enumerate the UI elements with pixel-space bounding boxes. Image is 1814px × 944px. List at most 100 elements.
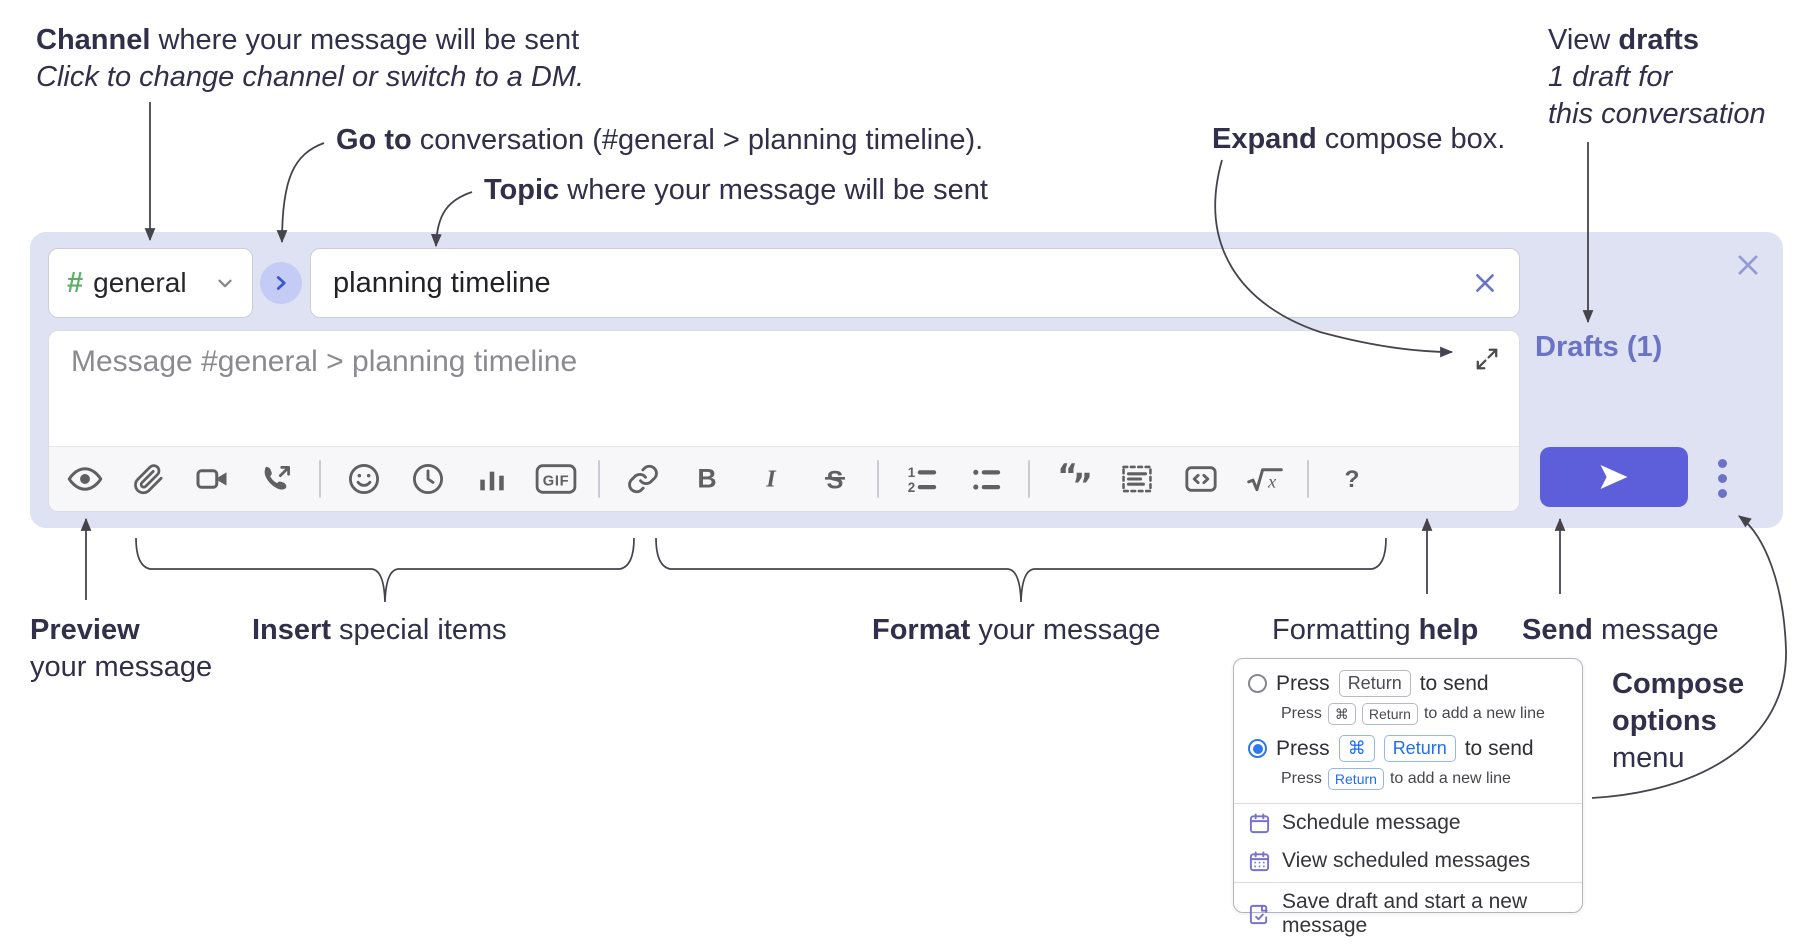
attach-paperclip-icon [134, 463, 163, 494]
send-icon [1600, 464, 1628, 490]
goto-annotation: Go to conversation (#general > planning … [336, 124, 984, 156]
compose-options-popup: Press Return to send Press ⌘ Return to a… [1233, 658, 1583, 937]
emoji-smiley-button[interactable] [342, 456, 385, 502]
send-annotation: Send message [1522, 614, 1719, 646]
option-return-to-send[interactable]: Press Return to send [1234, 667, 1582, 700]
channel-annotation: Channel where your message will be sent … [36, 24, 585, 93]
code-button[interactable] [1179, 456, 1222, 502]
close-compose-button[interactable] [1733, 250, 1763, 280]
option-cmd-return-subtext: Press Return to add a new line [1234, 765, 1582, 797]
italic-icon: I [765, 466, 777, 493]
bullet-list-icon [972, 469, 1000, 490]
return-key-chip: Return [1361, 703, 1418, 725]
svg-text:I: I [765, 466, 777, 493]
kebab-dot [1717, 458, 1727, 468]
video-camera-button[interactable] [191, 456, 234, 502]
expand-compose-button[interactable] [1471, 343, 1503, 375]
bold-icon: B [697, 464, 716, 494]
popup-divider [1234, 803, 1582, 804]
channel-selector[interactable]: # general [48, 248, 253, 318]
svg-text:1: 1 [907, 465, 915, 480]
emoji-smiley-icon [348, 463, 379, 495]
svg-text:“: “ [1057, 462, 1077, 494]
formula-button[interactable]: x [1243, 456, 1286, 502]
close-icon [1476, 274, 1494, 292]
compose-options-button[interactable] [1710, 454, 1734, 502]
radio-unselected-icon[interactable] [1248, 674, 1267, 693]
option-text: to send [1464, 736, 1534, 760]
insert-brace [135, 537, 635, 603]
preview-annotation: Preview your message [30, 614, 213, 683]
snippet-button[interactable] [1115, 456, 1158, 502]
channel-name: general [93, 267, 187, 298]
return-key-chip: Return [1327, 768, 1384, 790]
link-icon [627, 464, 658, 494]
send-button[interactable] [1540, 447, 1688, 507]
formatting-help-button[interactable]: ? [1330, 456, 1373, 502]
italic-button[interactable]: I [749, 456, 792, 502]
attach-paperclip-button[interactable] [127, 456, 170, 502]
option-text: Press [1276, 671, 1330, 695]
preview-eye-icon [67, 467, 102, 491]
menu-item-label: Save draft and start a new message [1282, 890, 1528, 937]
bar-chart-icon [479, 471, 504, 491]
blockquote-icon: “” [1057, 462, 1091, 496]
chevron-down-icon [218, 279, 232, 288]
cmd-key-chip: ⌘ [1327, 703, 1356, 725]
menu-item-label: View scheduled messages [1282, 849, 1531, 872]
svg-text:x: x [1266, 472, 1276, 492]
menu-item-draft-check[interactable]: Save draft and start a new message [1234, 883, 1582, 944]
toolbar-separator [877, 460, 879, 498]
popup-divider [1234, 882, 1582, 883]
menu-item-calendar[interactable]: Schedule message [1234, 804, 1582, 842]
radio-selected-icon[interactable] [1248, 739, 1267, 758]
expand-annotation: Expand compose box. [1212, 123, 1506, 155]
phone-call-icon [264, 465, 290, 489]
svg-text:2: 2 [907, 480, 914, 495]
bold-button[interactable]: B [685, 456, 728, 502]
option-cmd-return-to-send[interactable]: Press ⌘ Return to send [1234, 732, 1582, 765]
return-key-chip: Return [1338, 670, 1411, 697]
gif-icon: GIF [535, 464, 576, 494]
compose-options-annotation: Compose options menu [1612, 668, 1745, 774]
link-button[interactable] [621, 456, 664, 502]
formatting-help-icon: ? [1344, 466, 1359, 493]
bullet-list-button[interactable] [964, 456, 1007, 502]
go-to-conversation-button[interactable] [260, 262, 302, 304]
message-input[interactable]: Message #general > planning timeline [49, 331, 1519, 448]
preview-eye-button[interactable] [63, 456, 106, 502]
drafts-link[interactable]: Drafts (1) [1535, 331, 1663, 363]
message-box: Message #general > planning timeline GIF… [48, 330, 1520, 512]
draft-check-icon [1249, 904, 1268, 924]
gif-button[interactable]: GIF [534, 456, 577, 502]
bar-chart-button[interactable] [470, 456, 513, 502]
formula-icon: x [1246, 468, 1283, 492]
insert-annotation: Insert special items [252, 614, 507, 646]
calendar-check-icon [1249, 850, 1270, 871]
format-annotation: Format your message [872, 614, 1161, 646]
topic-input[interactable]: planning timeline [310, 248, 1520, 318]
clock-icon [412, 463, 443, 495]
phone-call-button[interactable] [255, 456, 298, 502]
format-brace [655, 537, 1387, 603]
clock-button[interactable] [406, 456, 449, 502]
video-camera-icon [196, 469, 226, 489]
svg-text:GIF: GIF [542, 473, 569, 489]
svg-text:S: S [826, 466, 843, 494]
toolbar-separator [598, 460, 600, 498]
code-icon [1184, 466, 1217, 492]
return-key-chip: Return [1383, 735, 1456, 762]
snippet-icon [1121, 465, 1152, 493]
kebab-dot [1717, 473, 1727, 483]
svg-text:?: ? [1344, 466, 1359, 493]
strikethrough-button[interactable]: S [813, 456, 856, 502]
svg-text:”: ” [1072, 467, 1091, 496]
blockquote-button[interactable]: “” [1051, 456, 1094, 502]
cmd-key-chip: ⌘ [1338, 735, 1375, 762]
clear-topic-button[interactable] [1469, 267, 1501, 299]
menu-item-calendar-check[interactable]: View scheduled messages [1234, 842, 1582, 880]
option-text: to send [1419, 671, 1489, 695]
toolbar-separator [1307, 460, 1309, 498]
